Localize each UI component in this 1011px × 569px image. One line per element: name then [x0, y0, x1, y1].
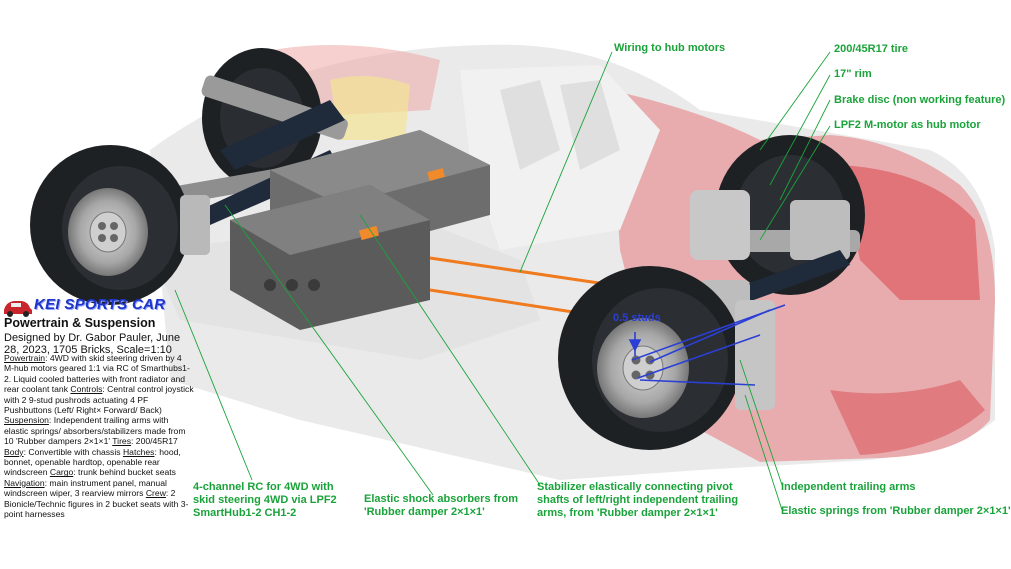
- label-wiring: Wiring to hub motors: [614, 42, 726, 54]
- spec-key: Tires: [112, 436, 132, 447]
- page-subtitle: Powertrain & Suspension: [4, 316, 156, 330]
- red-car-icon: [4, 301, 32, 317]
- label-rim: 17" rim: [834, 68, 872, 80]
- spec-key: Crew: [145, 488, 166, 499]
- spec-text: : 4WD with skid steering driven by 4 M-h…: [4, 353, 190, 395]
- spec-text: : 2 Bionicle/Technic figures in 2 bucket…: [4, 488, 189, 520]
- front-near-wheel: [558, 266, 742, 450]
- label-elastic-springs: Elastic springs from 'Rubber damper 2×1×…: [781, 505, 1011, 517]
- hub-motor-far: [690, 190, 750, 260]
- spec-text: : Independent trailing arms with elastic…: [4, 415, 186, 447]
- label-tire: 200/45R17 tire: [834, 43, 908, 55]
- spec-key: Navigation: [4, 477, 45, 488]
- callout-leaders: [174, 51, 831, 511]
- spec-text: : Convertible with chassis: [23, 446, 123, 457]
- label-brake-disc: Brake disc (non working feature): [834, 94, 1006, 106]
- spec-key: Suspension: [4, 415, 49, 426]
- spec-key: Cargo: [49, 467, 74, 478]
- spec-key: Powertrain: [4, 353, 46, 363]
- label-half-stud: 0.5 studs: [613, 312, 661, 324]
- label-hub-motor: LPF2 M-motor as hub motor: [834, 119, 981, 131]
- spec-text: : main instrument panel, manual windscre…: [4, 477, 167, 499]
- half-stud-dimension: [628, 304, 786, 386]
- spec-text: : hood, bonnet, openable hardtop, openab…: [4, 446, 181, 478]
- byline: Designed by Dr. Gabor Pauler, June 28, 2…: [4, 332, 181, 356]
- spec-text: : 200/45R17: [131, 436, 178, 447]
- spec-key: Controls: [70, 384, 103, 395]
- label-stabilizer: Stabilizer elastically connecting pivot …: [537, 481, 739, 519]
- rear-near-wheel: [30, 145, 190, 305]
- front-axle-assembly: [558, 135, 865, 450]
- label-shock-absorbers: Elastic shock absorbers from 'Rubber dam…: [364, 493, 519, 518]
- rear-axle-assembly: [30, 48, 490, 330]
- spec-key: Hatches: [122, 446, 155, 457]
- spec-key: Body: [4, 446, 24, 457]
- spec-text: : trunk behind bucket seats: [73, 467, 176, 478]
- label-trailing-arms: Independent trailing arms: [781, 481, 916, 493]
- label-rc: 4-channel RC for 4WD with skid steering …: [193, 481, 337, 519]
- spec-text: : Central control joystick with 2 9-stud…: [4, 384, 194, 416]
- brand-title: KEI SPORTS CAR: [34, 296, 166, 313]
- spec-description: Powertrain: 4WD with skid steering drive…: [4, 353, 194, 520]
- smarthub-2: [230, 185, 430, 330]
